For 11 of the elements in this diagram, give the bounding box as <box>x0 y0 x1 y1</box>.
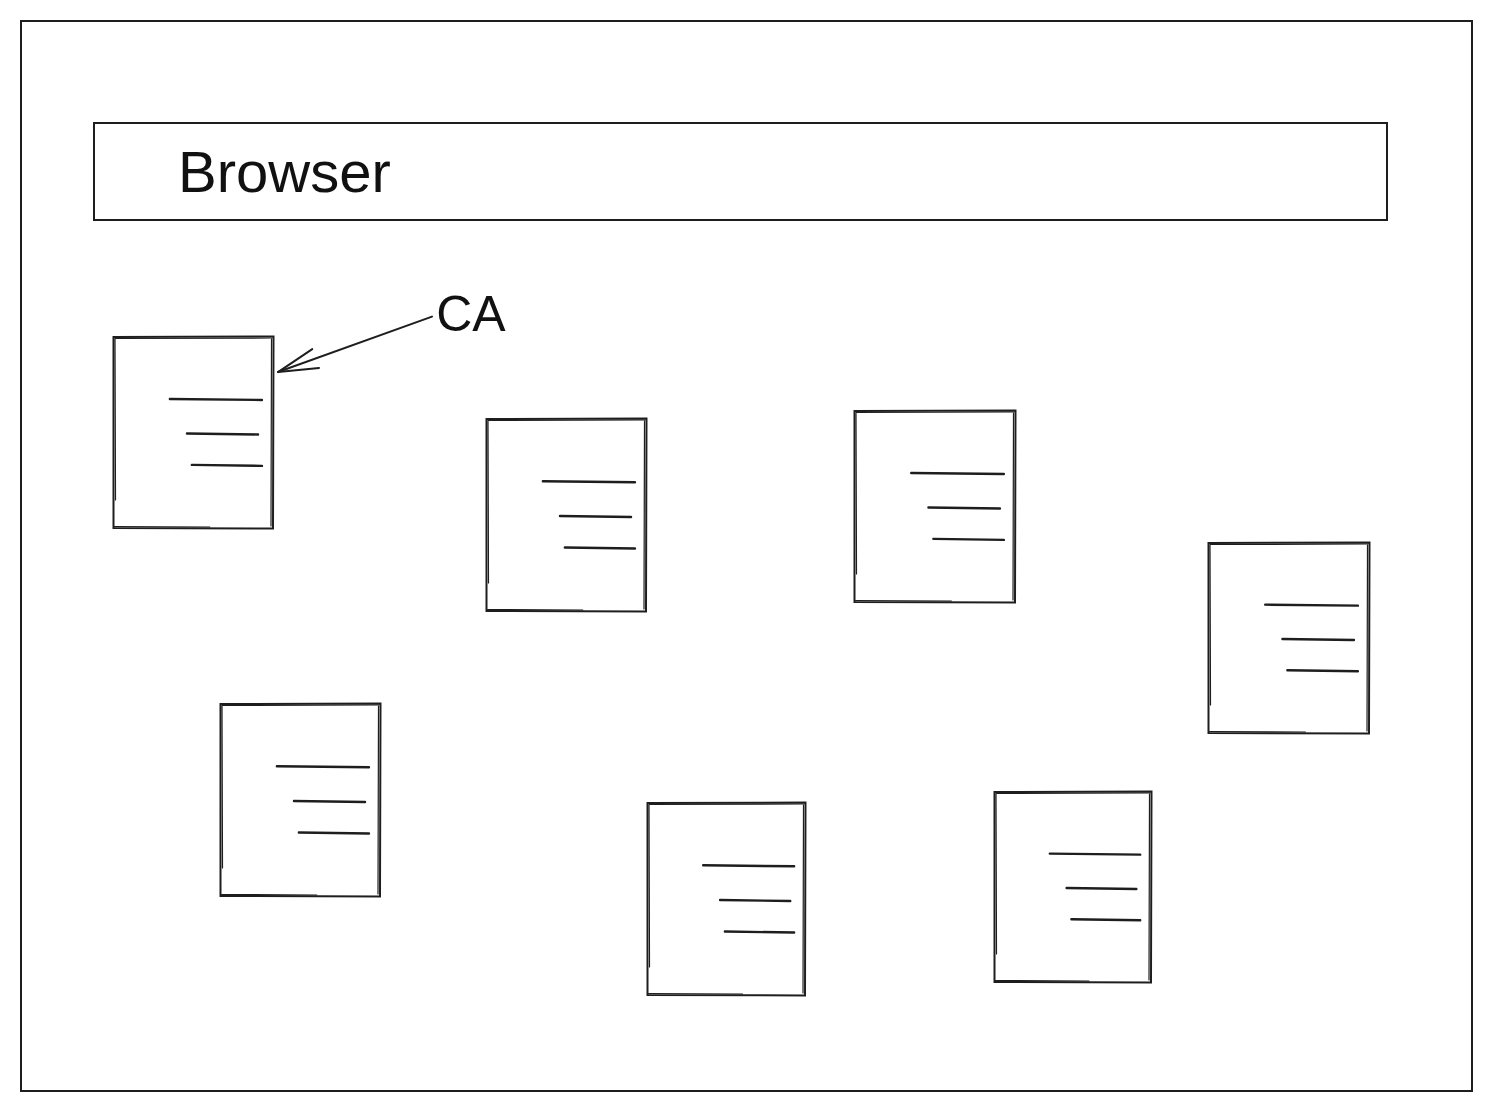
document-shape <box>993 790 1153 984</box>
document-shape <box>485 417 648 613</box>
document-shape <box>112 335 275 530</box>
title-text: Browser <box>178 142 391 201</box>
arrow <box>277 315 433 374</box>
document-shape <box>219 702 382 898</box>
document-shape <box>646 801 807 997</box>
document-shape <box>1207 541 1371 735</box>
document-shape <box>853 409 1017 604</box>
browser-bar <box>93 122 1388 221</box>
callout-label: CA <box>432 288 510 340</box>
